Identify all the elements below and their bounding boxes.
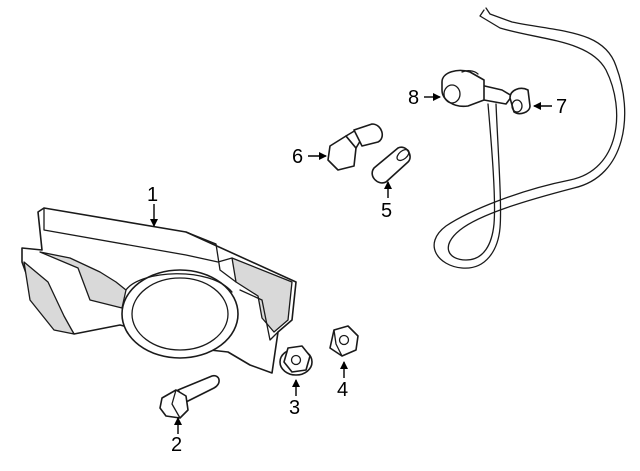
callout-2: 2 [171, 434, 182, 456]
callout-7: 7 [556, 96, 567, 118]
bolt[interactable] [159, 374, 220, 419]
callout-8: 8 [408, 87, 419, 109]
capsule-bulb[interactable] [371, 146, 411, 184]
callout-3: 3 [289, 397, 300, 419]
callout-1: 1 [147, 184, 158, 206]
hex-nut[interactable] [329, 325, 359, 357]
fog-lamp-housing[interactable] [21, 207, 297, 374]
leader-lines [150, 93, 552, 434]
callout-5: 5 [381, 200, 392, 222]
flange-nut[interactable] [279, 345, 313, 376]
callout-4: 4 [337, 379, 348, 401]
callout-labels: 1 2 3 4 5 6 7 8 [147, 87, 567, 456]
callout-6: 6 [292, 146, 303, 168]
fog-bulb[interactable] [327, 123, 384, 171]
wiring-harness[interactable] [433, 7, 626, 269]
